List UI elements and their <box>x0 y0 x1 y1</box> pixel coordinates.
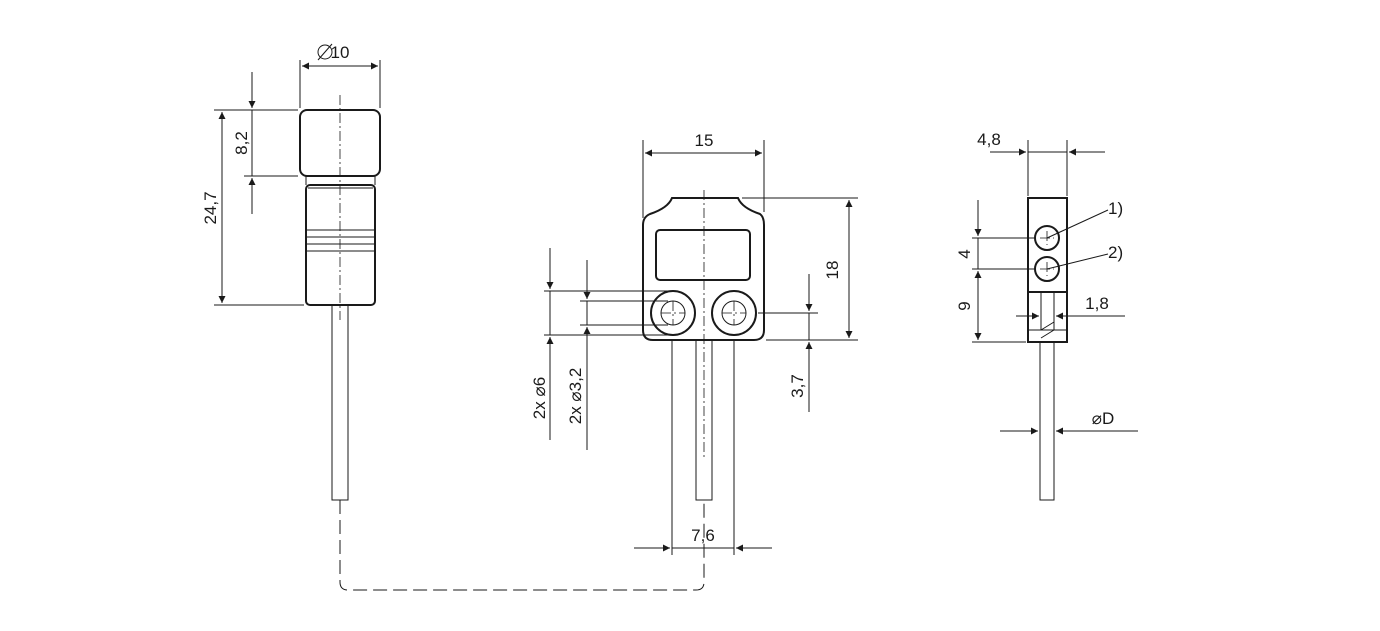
sensor-side-view: 4,8 4 9 1,8 ⌀D 1) 2) <box>955 130 1138 501</box>
dim-holes-inner: 2x ⌀3,2 <box>566 368 585 425</box>
dim-side-lower-height: 9 <box>955 301 974 310</box>
diameter-icon <box>317 43 333 61</box>
connector-cable <box>331 304 349 501</box>
sensor-window <box>655 229 751 281</box>
dim-body-width: 15 <box>695 131 714 150</box>
dim-connector-total-length: 24,7 <box>201 191 220 224</box>
dim-holes-outer: 2x ⌀6 <box>530 377 549 419</box>
connector-body <box>305 184 376 306</box>
dim-side-lens-pitch: 4 <box>955 249 974 258</box>
mounting-hole-left-outer <box>650 290 696 336</box>
dim-side-slot: 1,8 <box>1085 294 1109 313</box>
sensor-body <box>642 197 765 341</box>
connector-view: 10 8,2 24,7 <box>201 43 381 501</box>
side-body-upper <box>1027 197 1068 293</box>
dim-cable-exit-width: 7,6 <box>691 526 715 545</box>
dim-cable-diameter: ⌀D <box>1092 409 1115 428</box>
dim-connector-head-length: 8,2 <box>232 131 251 155</box>
callout-leader-2 <box>1046 253 1109 270</box>
callout-1: 1) <box>1108 199 1123 218</box>
sensor-front-view: 15 18 3,7 2x ⌀6 2x ⌀3,2 7,6 <box>530 131 858 555</box>
dim-hole-spacing-bottom: 3,7 <box>788 374 807 398</box>
mounting-hole-right-outer <box>711 290 757 336</box>
dim-connector-diameter: 10 <box>331 43 350 62</box>
dim-body-height: 18 <box>823 261 842 280</box>
cable-link-line <box>339 500 705 591</box>
callout-leader-1 <box>1046 209 1109 239</box>
dim-side-width: 4,8 <box>977 130 1001 149</box>
callout-2: 2) <box>1108 243 1123 262</box>
side-cable <box>1039 341 1055 501</box>
